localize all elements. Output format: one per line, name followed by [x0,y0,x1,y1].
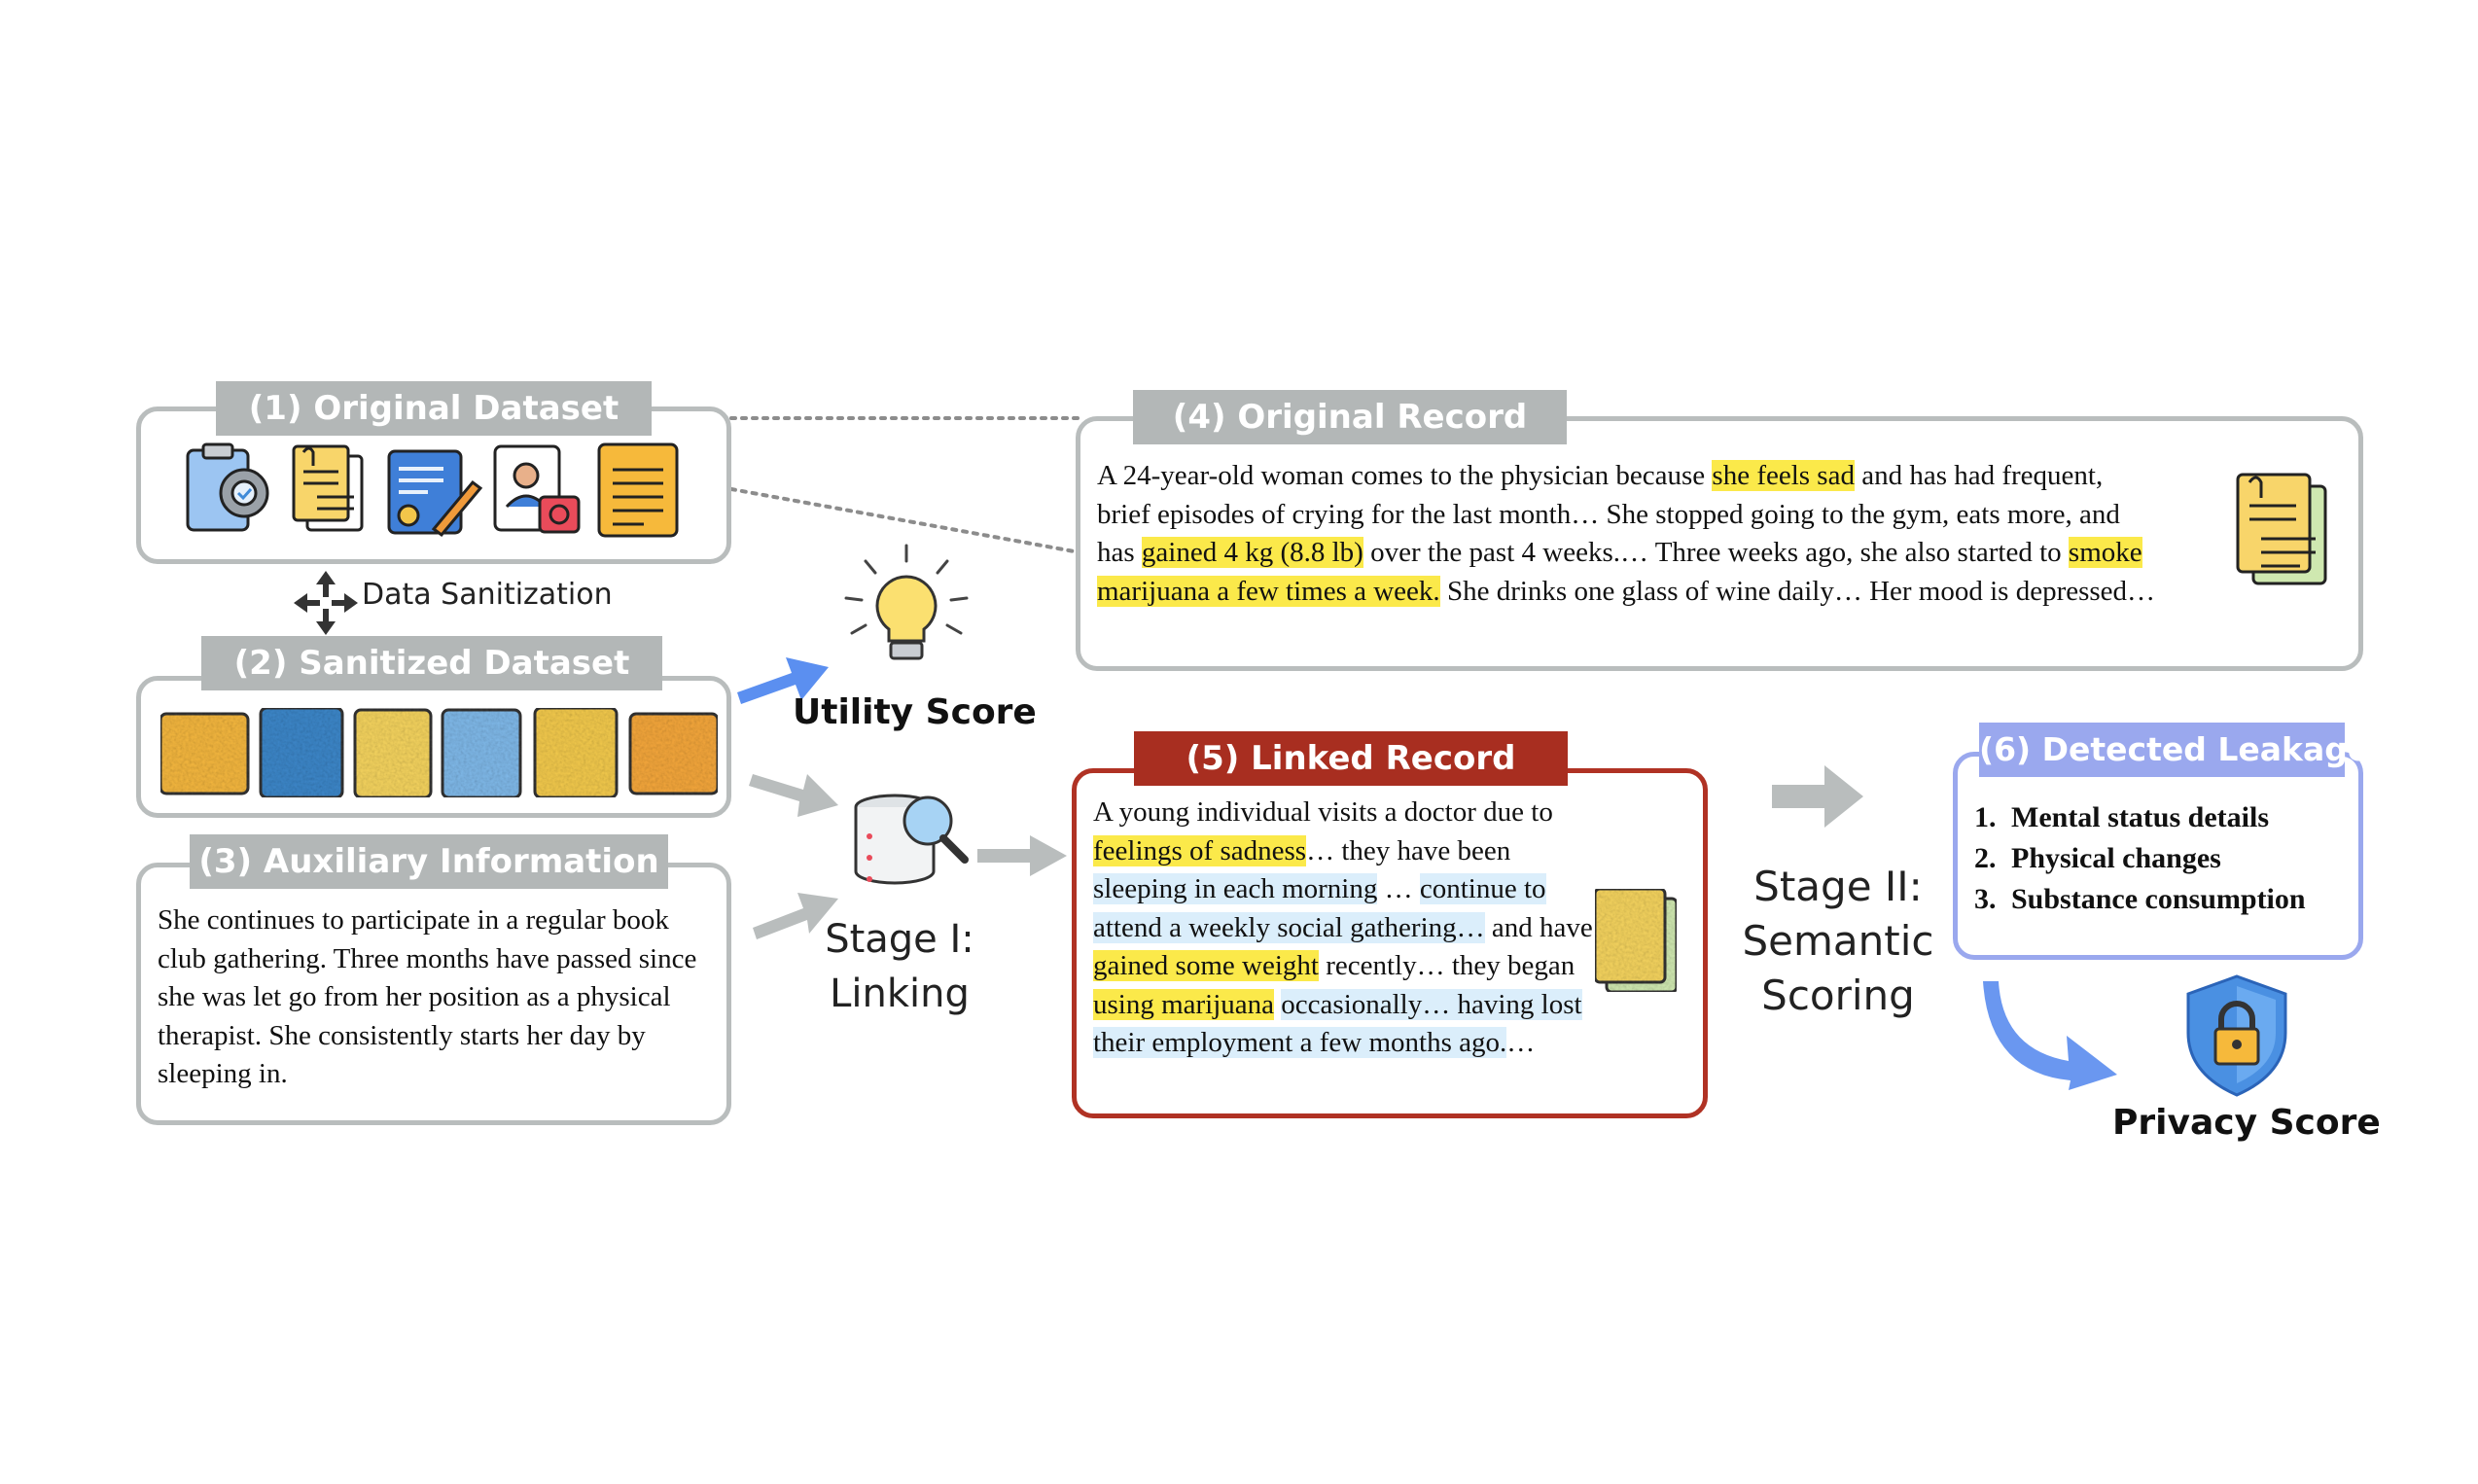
linked-record-text-2: … they have been [1306,834,1511,866]
original-dataset-title: (1) Original Dataset [216,381,652,436]
linked-record-highlight-1: feelings of sadness [1093,834,1307,866]
original-record-text: A 24-year-old woman comes to the physici… [1097,457,2157,611]
original-record-highlight-2: gained 4 kg (8.8 lb) [1141,537,1363,568]
arrow-to-utility [737,657,829,704]
linked-record-blue-3: occasionally… having [1281,988,1541,1020]
original-record-text-1: A 24-year-old woman comes to the physici… [1097,460,1713,491]
certificate-pen-icon [387,449,483,538]
linked-record-title: (5) Linked Record [1134,731,1568,786]
database-search-icon [854,794,969,885]
stage2-line2: Semantic [1742,917,1934,965]
leakage-item-2-text: Physical changes [2011,842,2221,874]
original-record-text-2: and has had frequent, brief episodes of … [1097,460,2120,568]
linked-record-blue-1: sleeping in each morning [1093,873,1378,904]
leakage-item-3-number: 3. [1974,883,1997,915]
arrow-linking-to-linked [977,835,1067,876]
linked-record-text: A young individual visits a doctor due t… [1093,794,1599,1063]
stage1-line2: Linking [830,972,970,1016]
privacy-score-label: Privacy Score [2112,1103,2381,1143]
sanitization-arrows-icon [294,571,358,635]
linked-record-text-7: … [1506,1027,1536,1058]
auxiliary-information-text: She continues to participate in a regula… [158,904,697,1089]
shield-lock-icon [2186,974,2287,1097]
data-sanitization-label: Data Sanitization [362,578,613,612]
lightbulb-icon [844,544,969,660]
leakage-list: 1. Mental status details 2. Physical chang… [1974,797,2306,920]
notepad-icon [597,442,679,538]
stage2-label: Stage II: Semantic Scoring [1741,860,1935,1023]
stage2-line1: Stage II: [1753,863,1923,910]
original-record-text-3: over the past 4 weeks.… Three weeks ago,… [1363,537,2069,568]
leakage-item-1-text: Mental status details [2011,801,2269,833]
leakage-item-2-number: 2. [1974,842,1997,874]
linked-record-text-5: recently… they began [1318,950,1575,981]
detected-leakage-title: (6) Detected Leakage [1979,723,2369,777]
arrow-sanitized-to-linking [749,774,838,817]
sanitized-dataset-title: (2) Sanitized Dataset [201,636,662,690]
leakage-item-3-text: Substance consumption [2011,883,2306,915]
stage1-line1: Stage I: [825,917,974,962]
stage2-line3: Scoring [1761,972,1915,1019]
leakage-item-3: 3. Substance consumption [1974,879,2306,920]
sanitized-document-icon [1593,887,1679,994]
original-record-highlight-1: she feels sad [1712,460,1855,491]
record-documents-icon [2236,473,2327,585]
detected-leakage-box [1953,752,2363,960]
auxiliary-information-title: (3) Auxiliary Information [190,834,668,889]
linked-record-text-3: … [1377,873,1420,904]
documents-icon [292,444,364,532]
utility-score-label: Utility Score [793,692,1037,732]
linked-record-highlight-3: using marijuana [1093,988,1275,1020]
arrow-linked-to-leakage [1772,765,1863,828]
clipboard-gear-icon [186,442,269,532]
arrow-to-privacy [1983,981,2117,1090]
id-card-fingerprint-icon [493,444,581,534]
original-record-title: (4) Original Record [1133,390,1567,444]
leakage-item-1-number: 1. [1974,801,1997,833]
leakage-item-2: 2. Physical changes [1974,838,2306,879]
linked-record-text-1: A young individual visits a doctor due t… [1093,796,1553,828]
arrow-auxiliary-to-linking [753,893,838,939]
linked-record-text-4: and have [1484,911,1593,943]
linked-record-highlight-2: gained some weight [1093,950,1319,981]
stage1-label: Stage I: Linking [819,912,980,1021]
original-record-text-4: She drinks one glass of wine daily… Her … [1439,575,2156,607]
leakage-item-1: 1. Mental status details [1974,797,2306,838]
sanitized-files-icons [159,706,720,799]
